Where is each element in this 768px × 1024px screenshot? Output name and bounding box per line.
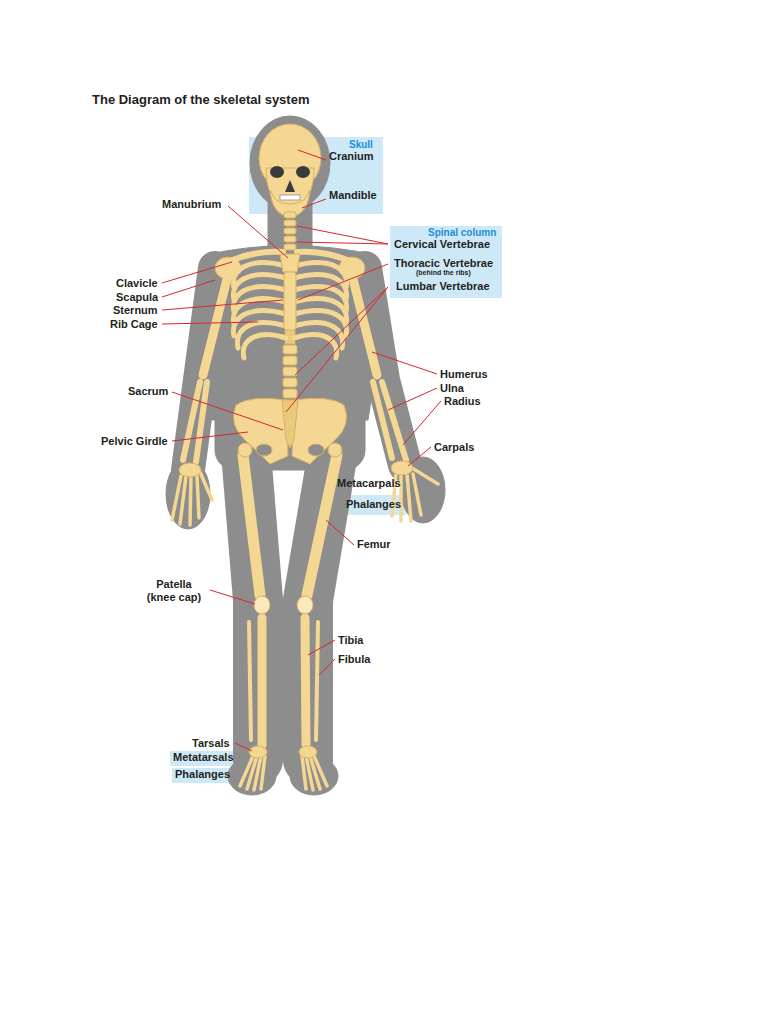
label-box: Phalanges <box>172 768 235 783</box>
group-heading: Spinal column <box>428 227 496 239</box>
box-fill <box>390 226 502 298</box>
part-label: Pelvic Girdle <box>101 435 168 448</box>
part-label: Thoracic Vertebrae <box>394 257 493 270</box>
part-label: Tarsals <box>192 737 230 750</box>
box-fill <box>172 768 235 783</box>
part-label: Radius <box>444 395 481 408</box>
part-label: Phalanges <box>346 498 401 511</box>
group-heading: Skull <box>349 139 373 151</box>
label-box: Metatarsals <box>170 751 238 766</box>
part-label: Mandible <box>329 189 377 202</box>
part-label: Cranium <box>329 150 374 163</box>
box-fill <box>170 751 238 766</box>
part-label: Sacrum <box>128 385 168 398</box>
diagram-title: The Diagram of the skeletal system <box>92 92 309 108</box>
note-label: (behind the ribs) <box>416 269 471 277</box>
part-label: Metacarpals <box>337 477 401 490</box>
part-label: Lumbar Vertebrae <box>396 280 490 293</box>
part-label: Rib Cage <box>110 318 158 331</box>
part-label: Ulna <box>440 382 464 395</box>
label-box: Spinal columnCervical VertebraeThoracic … <box>390 226 502 298</box>
skeleton-bones <box>172 124 438 790</box>
part-label: Femur <box>357 538 391 551</box>
part-label: Carpals <box>434 441 474 454</box>
part-label: Clavicle <box>116 277 158 290</box>
part-label: Tibia <box>338 634 363 647</box>
part-label: Patella (knee cap) <box>142 578 206 604</box>
part-label: Cervical Vertebrae <box>394 238 490 251</box>
label-box: SkullCraniumMandible <box>249 137 383 214</box>
part-label: Humerus <box>440 368 488 381</box>
part-label: Manubrium <box>162 198 221 211</box>
part-label: Scapula <box>116 291 158 304</box>
part-label: Phalanges <box>175 768 230 781</box>
part-label: Fibula <box>338 653 370 666</box>
part-label: Sternum <box>113 304 158 317</box>
body-silhouette <box>166 116 445 795</box>
label-box: Phalanges <box>338 495 406 515</box>
part-label: Metatarsals <box>173 751 234 764</box>
